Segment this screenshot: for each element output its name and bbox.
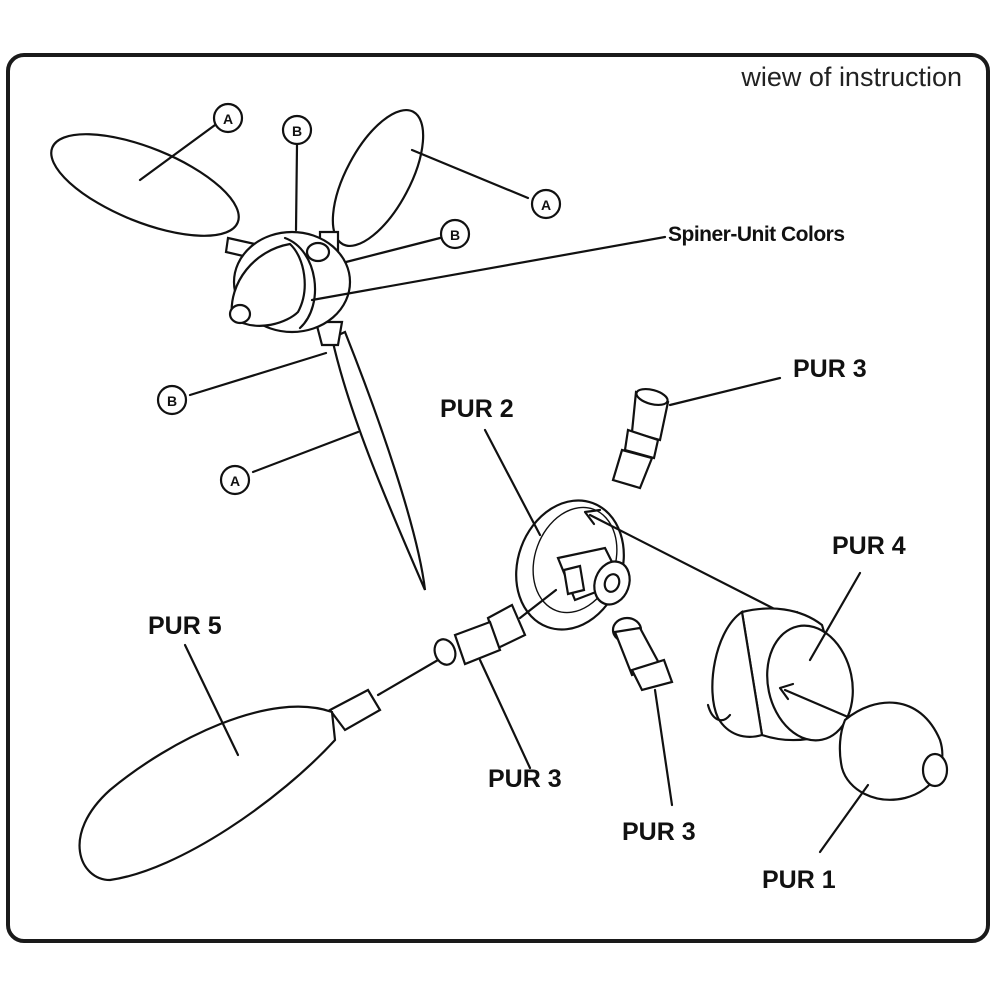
svg-text:B: B [167, 393, 177, 409]
blade-lower [330, 330, 427, 591]
label-pur1: PUR 1 [762, 866, 836, 894]
blade-root-lower [314, 320, 344, 347]
assembled-propeller [50, 108, 427, 591]
label-pur2: PUR 2 [440, 395, 514, 423]
blade-left [50, 133, 240, 237]
svg-text:B: B [292, 123, 302, 139]
svg-text:A: A [541, 197, 551, 213]
spinner-ring [283, 236, 317, 330]
diagram-title: wiew of instruction [741, 62, 962, 92]
part-pur5-blade [78, 643, 440, 882]
blade-upper [331, 108, 425, 248]
spinner-tip [228, 303, 252, 325]
label-pur3-right: PUR 3 [622, 818, 696, 846]
callout-b-2: B [439, 218, 471, 250]
part-pur1-cone [818, 701, 949, 854]
callout-b-1: B [281, 114, 313, 146]
svg-text:B: B [450, 227, 460, 243]
callout-b-3: B [156, 384, 188, 416]
label-pur3-left: PUR 3 [488, 765, 562, 793]
part-pur2-mount [483, 428, 631, 631]
svg-text:A: A [223, 111, 233, 127]
svg-text:A: A [230, 473, 240, 489]
label-pur5: PUR 5 [148, 612, 222, 640]
callout-a-2: A [530, 188, 562, 220]
arrow-pur4-to-pur1 [778, 682, 857, 722]
part-pur3-left [433, 588, 558, 770]
label-pur3-top: PUR 3 [793, 355, 867, 383]
hub-bolt [305, 241, 331, 263]
part-pur3-top [611, 376, 782, 490]
part-pur3-right [611, 616, 674, 807]
part-pur4-ring [706, 571, 862, 742]
label-spinner-unit-colors: Spiner-Unit Colors [668, 223, 845, 246]
callout-a-3: A [219, 464, 251, 496]
label-pur4: PUR 4 [832, 532, 906, 560]
callout-leaders [138, 123, 667, 474]
callout-a-1: A [212, 102, 244, 134]
spinner-cone [230, 242, 306, 327]
